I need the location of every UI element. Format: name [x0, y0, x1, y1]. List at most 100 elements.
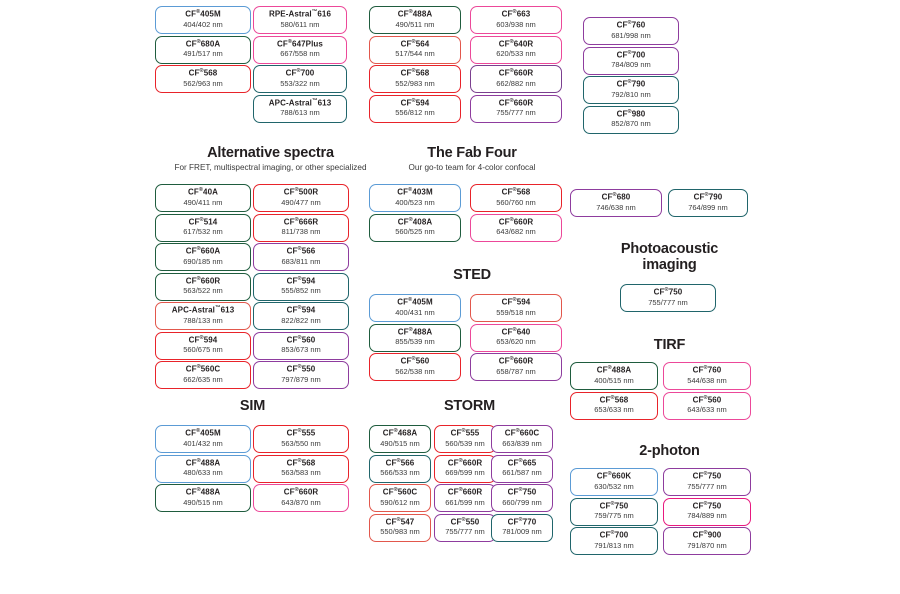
dye-wavelengths: 653/633 nm [594, 405, 634, 415]
dye-wavelengths: 517/544 nm [395, 49, 435, 59]
dye-wavelengths: 553/322 nm [280, 78, 320, 88]
dye-name: CF®468A [382, 428, 418, 438]
dye-name: CF®405M [397, 297, 433, 307]
dye-name: CF®660R [498, 97, 534, 108]
dye-name: CF®560 [692, 394, 722, 405]
trademark-symbol: ® [607, 471, 612, 478]
dye-name: CF®700 [599, 530, 629, 540]
dye-name: CF®770 [507, 516, 537, 527]
dye-wavelengths: 404/402 nm [183, 19, 223, 29]
dye-name: CF®660R [283, 487, 319, 497]
dye-name: CF®760 [616, 20, 646, 30]
dye-wavelengths: 400/431 nm [395, 307, 435, 317]
dye-wavelengths: 643/633 nm [687, 405, 727, 415]
dye-name: APC-Astral™613 [268, 97, 332, 108]
section-heading-two-photon: 2-photon [639, 443, 700, 459]
trademark-symbol: ® [458, 487, 463, 494]
dye-wavelengths: 620/533 nm [496, 49, 536, 59]
dye-wavelengths: 661/587 nm [502, 468, 542, 478]
trademark-symbol: ® [509, 38, 514, 45]
dye-name: CF®790 [616, 79, 646, 89]
trademark-symbol: ® [411, 356, 416, 363]
dye-name: CF®660R [498, 356, 534, 366]
dye-wavelengths: 490/515 nm [183, 497, 223, 507]
trademark-symbol: ® [287, 38, 293, 45]
